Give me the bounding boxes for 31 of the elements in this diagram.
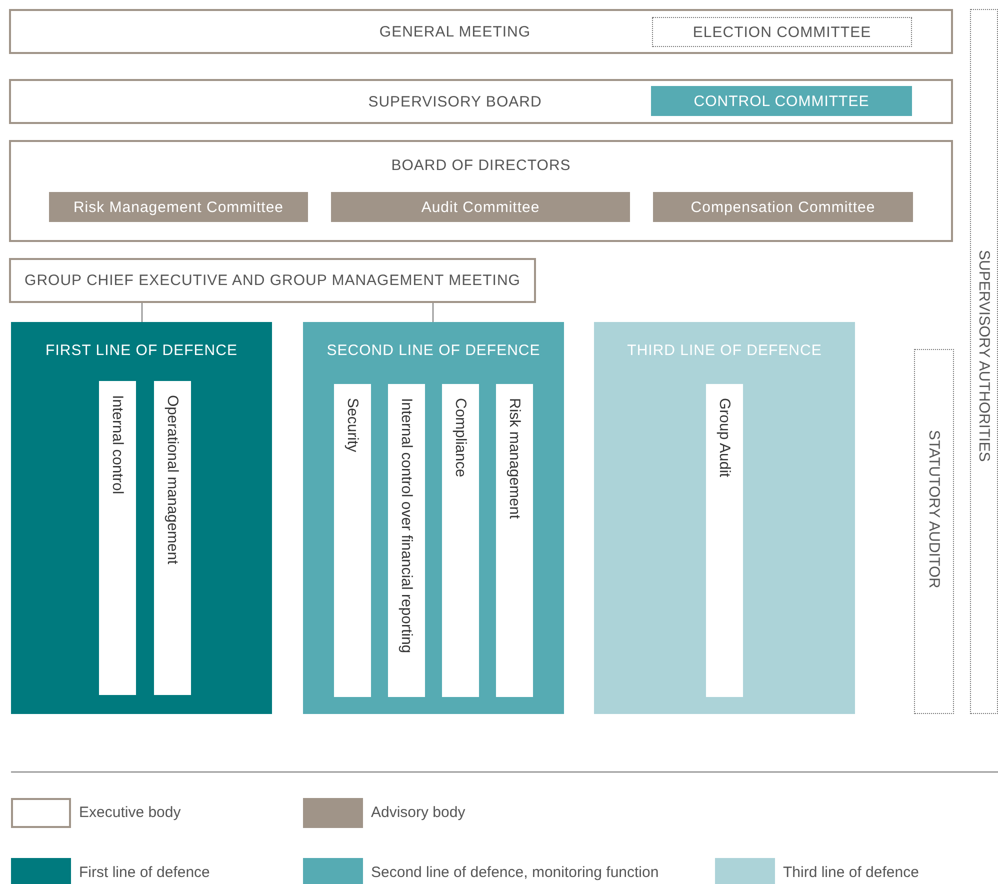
function-strip: Risk management	[496, 384, 533, 697]
heading: SECOND LINE OF DEFENCE	[326, 342, 542, 359]
committee-box: ELECTION COMMITTEE	[652, 17, 912, 47]
legend-label: Second line of defence, monitoring function	[371, 864, 659, 881]
function-strip: Internal control over financial reporting	[388, 384, 425, 697]
committee-box: Risk Management Committee	[49, 192, 308, 222]
function-strip: Operational management	[154, 381, 191, 695]
function-strip: Security	[334, 384, 371, 697]
heading: BOARD OF DIRECTORS	[390, 157, 572, 174]
executive-body-box	[9, 140, 953, 242]
legend-label: Advisory body	[371, 804, 466, 821]
committee-box: Compensation Committee	[653, 192, 913, 222]
defence-line-panel	[594, 322, 855, 714]
connector-line	[432, 302, 434, 322]
external-body-box: SUPERVISORY AUTHORITIES	[970, 9, 998, 714]
function-strip: Compliance	[442, 384, 479, 697]
executive-body-box: GROUP CHIEF EXECUTIVE AND GROUP MANAGEMENT MEETING	[9, 258, 536, 303]
defence-line-panel	[11, 322, 272, 714]
function-strip: Internal control	[99, 381, 136, 695]
legend-label: Third line of defence	[783, 864, 919, 881]
heading: FIRST LINE OF DEFENCE	[44, 342, 238, 359]
legend-label: First line of defence	[79, 864, 210, 881]
defence-line-panel	[303, 322, 564, 714]
committee-box: CONTROL COMMITTEE	[651, 86, 912, 116]
legend-label: Executive body	[79, 804, 181, 821]
committee-box: Audit Committee	[331, 192, 630, 222]
executive-body-box	[9, 79, 953, 124]
executive-body-box	[9, 9, 953, 54]
function-strip: Group Audit	[706, 384, 743, 697]
heading: THIRD LINE OF DEFENCE	[626, 342, 823, 359]
external-body-box: STATUTORY AUDITOR	[914, 349, 954, 714]
